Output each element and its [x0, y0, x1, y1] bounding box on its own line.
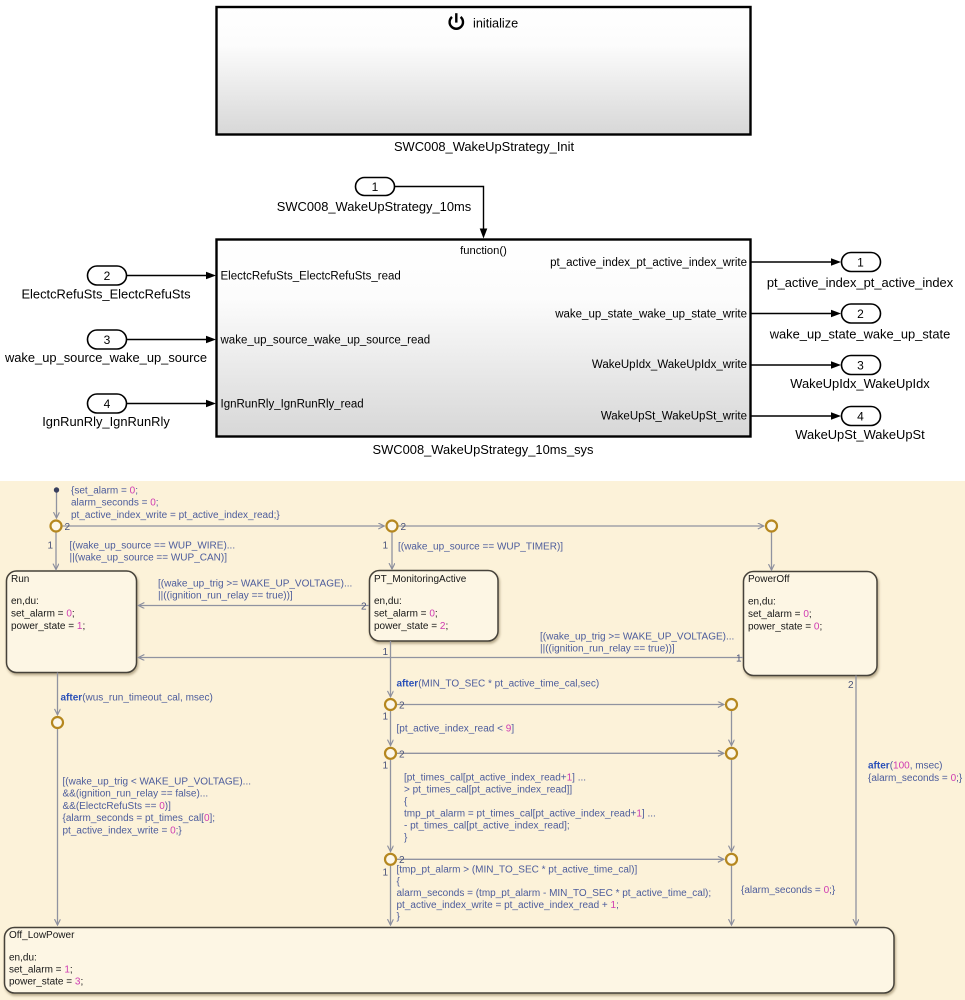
svg-text:&&(ElectcRefuSts == 0)]: &&(ElectcRefuSts == 0)]: [63, 801, 172, 812]
svg-text:wake_up_source_wake_up_source: wake_up_source_wake_up_source: [4, 350, 207, 365]
svg-text:4: 4: [857, 410, 864, 424]
svg-text:Run: Run: [11, 574, 29, 585]
svg-text:pt_active_index_pt_active_inde: pt_active_index_pt_active_index: [767, 275, 954, 290]
svg-text:alarm_seconds = (tmp_pt_alarm: alarm_seconds = (tmp_pt_alarm - MIN_TO_S…: [397, 888, 712, 899]
svg-text:en,du:: en,du:: [748, 597, 776, 608]
svg-text:[(wake_up_source == WUP_TIMER): [(wake_up_source == WUP_TIMER)]: [398, 542, 563, 553]
svg-text:||(wake_up_source == WUP_CAN)]: ||(wake_up_source == WUP_CAN)]: [70, 553, 228, 564]
svg-text:{alarm_seconds = 0;}: {alarm_seconds = 0;}: [741, 885, 836, 896]
svg-text:[pt_active_index_read < 9]: [pt_active_index_read < 9]: [397, 724, 515, 735]
svg-text:WakeUpIdx_WakeUpIdx: WakeUpIdx_WakeUpIdx: [790, 376, 930, 391]
svg-text:pt_active_index_write = pt_act: pt_active_index_write = pt_active_index_…: [397, 900, 619, 911]
svg-text:2: 2: [401, 522, 407, 533]
svg-text:}: }: [404, 833, 408, 844]
svg-text:set_alarm = 0;: set_alarm = 0;: [11, 609, 75, 620]
svg-text:}: }: [397, 912, 401, 923]
svg-text:initialize: initialize: [473, 17, 518, 31]
svg-text:1: 1: [47, 541, 53, 552]
svg-text:after(wus_run_timeout_cal, mse: after(wus_run_timeout_cal, msec): [61, 693, 213, 704]
svg-text:||((ignition_run_relay == true: ||((ignition_run_relay == true))]: [540, 644, 675, 655]
svg-text:&&(ignition_run_relay == false: &&(ignition_run_relay == false)...: [63, 789, 209, 800]
svg-text:4: 4: [104, 397, 111, 411]
svg-text:{set_alarm = 0;: {set_alarm = 0;: [71, 486, 138, 497]
svg-text:pt_active_index_pt_active_inde: pt_active_index_pt_active_index_write: [550, 257, 747, 269]
svg-text:PT_MonitoringActive: PT_MonitoringActive: [374, 574, 467, 585]
svg-text:pt_active_index_write = 0;}: pt_active_index_write = 0;}: [63, 825, 183, 836]
svg-text:[(wake_up_trig >= WAKE_UP_VOLT: [(wake_up_trig >= WAKE_UP_VOLTAGE)...: [540, 632, 734, 643]
svg-text:SWC008_WakeUpStrategy_10ms_sys: SWC008_WakeUpStrategy_10ms_sys: [373, 442, 594, 457]
svg-text:power_state = 3;: power_state = 3;: [9, 977, 83, 988]
svg-text:2: 2: [399, 750, 405, 761]
svg-text:alarm_seconds = 0;: alarm_seconds = 0;: [71, 498, 159, 509]
svg-text:||((ignition_run_relay == true: ||((ignition_run_relay == true))]: [158, 591, 293, 602]
svg-text:power_state = 2;: power_state = 2;: [374, 621, 448, 632]
svg-text:en,du:: en,du:: [11, 596, 39, 607]
svg-text:{alarm_seconds = 0;}: {alarm_seconds = 0;}: [868, 773, 963, 784]
svg-text:set_alarm = 0;: set_alarm = 0;: [374, 609, 438, 620]
svg-text:SWC008_WakeUpStrategy_10ms: SWC008_WakeUpStrategy_10ms: [277, 199, 471, 214]
svg-text:power_state = 0;: power_state = 0;: [748, 622, 822, 633]
svg-text:WakeUpIdx_WakeUpIdx_write: WakeUpIdx_WakeUpIdx_write: [592, 359, 747, 371]
svg-text:3: 3: [857, 359, 864, 373]
svg-text:wake_up_state_wake_up_state: wake_up_state_wake_up_state: [769, 327, 951, 342]
svg-text:ElectcRefuSts_ElectcRefuSts_re: ElectcRefuSts_ElectcRefuSts_read: [221, 271, 401, 283]
svg-text:wake_up_source_wake_up_source_: wake_up_source_wake_up_source_read: [220, 335, 431, 347]
svg-text:Off_LowPower: Off_LowPower: [9, 930, 75, 941]
svg-text:2: 2: [65, 522, 71, 533]
svg-text:1: 1: [382, 541, 388, 552]
svg-text:PowerOff: PowerOff: [748, 574, 790, 585]
svg-text:{alarm_seconds = pt_times_cal[: {alarm_seconds = pt_times_cal[0];: [63, 813, 216, 824]
svg-text:[tmp_pt_alarm > (MIN_TO_SEC *: [tmp_pt_alarm > (MIN_TO_SEC * pt_active_…: [397, 865, 638, 876]
svg-text:[(wake_up_trig < WAKE_UP_VOLTA: [(wake_up_trig < WAKE_UP_VOLTAGE)...: [63, 777, 252, 788]
svg-text:WakeUpSt_WakeUpSt_write: WakeUpSt_WakeUpSt_write: [601, 411, 747, 423]
svg-text:1: 1: [857, 256, 864, 270]
svg-text:ElectcRefuSts_ElectcRefuSts: ElectcRefuSts_ElectcRefuSts: [21, 287, 190, 302]
svg-text:2: 2: [399, 701, 405, 712]
svg-text:function(): function(): [460, 245, 507, 257]
svg-text:3: 3: [104, 333, 111, 347]
svg-text:set_alarm = 1;: set_alarm = 1;: [9, 965, 73, 976]
svg-text:[pt_times_cal[pt_active_index_: [pt_times_cal[pt_active_index_read+1] ..…: [404, 773, 586, 784]
svg-text:2: 2: [361, 602, 367, 613]
svg-text:pt_active_index_write = pt_act: pt_active_index_write = pt_active_index_…: [71, 510, 280, 521]
svg-text:1: 1: [736, 654, 742, 665]
svg-text:SWC008_WakeUpStrategy_Init: SWC008_WakeUpStrategy_Init: [394, 139, 574, 154]
svg-text:tmp_pt_alarm = pt_times_cal[pt: tmp_pt_alarm = pt_times_cal[pt_active_in…: [404, 809, 656, 820]
svg-text:2: 2: [104, 269, 111, 283]
svg-text:after(100, msec): after(100, msec): [868, 761, 943, 772]
svg-text:IgnRunRly_IgnRunRly_read: IgnRunRly_IgnRunRly_read: [221, 399, 364, 411]
svg-text:[(wake_up_source == WUP_WIRE).: [(wake_up_source == WUP_WIRE)...: [70, 541, 236, 552]
svg-text:en,du:: en,du:: [374, 596, 402, 607]
svg-text:2: 2: [848, 680, 854, 691]
svg-text:power_state = 1;: power_state = 1;: [11, 621, 85, 632]
svg-text:wake_up_state_wake_up_state_wr: wake_up_state_wake_up_state_write: [554, 309, 747, 321]
svg-text:1: 1: [372, 180, 379, 194]
svg-text:1: 1: [382, 712, 388, 723]
svg-text:{: {: [397, 876, 401, 887]
svg-text:1: 1: [382, 868, 388, 879]
svg-text:IgnRunRly_IgnRunRly: IgnRunRly_IgnRunRly: [42, 414, 170, 429]
svg-text:1: 1: [382, 761, 388, 772]
svg-text:en,du:: en,du:: [9, 953, 37, 964]
svg-text:after(MIN_TO_SEC * pt_active_t: after(MIN_TO_SEC * pt_active_time_cal,se…: [397, 679, 600, 690]
svg-text:- pt_times_cal[pt_active_index: - pt_times_cal[pt_active_index_read];: [404, 821, 570, 832]
svg-text:2: 2: [399, 855, 405, 866]
svg-text:set_alarm = 0;: set_alarm = 0;: [748, 609, 812, 620]
svg-text:WakeUpSt_WakeUpSt: WakeUpSt_WakeUpSt: [795, 427, 925, 442]
svg-text:[(wake_up_trig >= WAKE_UP_VOLT: [(wake_up_trig >= WAKE_UP_VOLTAGE)...: [158, 579, 352, 590]
svg-text:1: 1: [382, 647, 388, 658]
svg-text:2: 2: [857, 307, 864, 321]
svg-text:{: {: [404, 797, 408, 808]
svg-text:> pt_times_cal[pt_active_index: > pt_times_cal[pt_active_index_read]]: [404, 785, 572, 796]
